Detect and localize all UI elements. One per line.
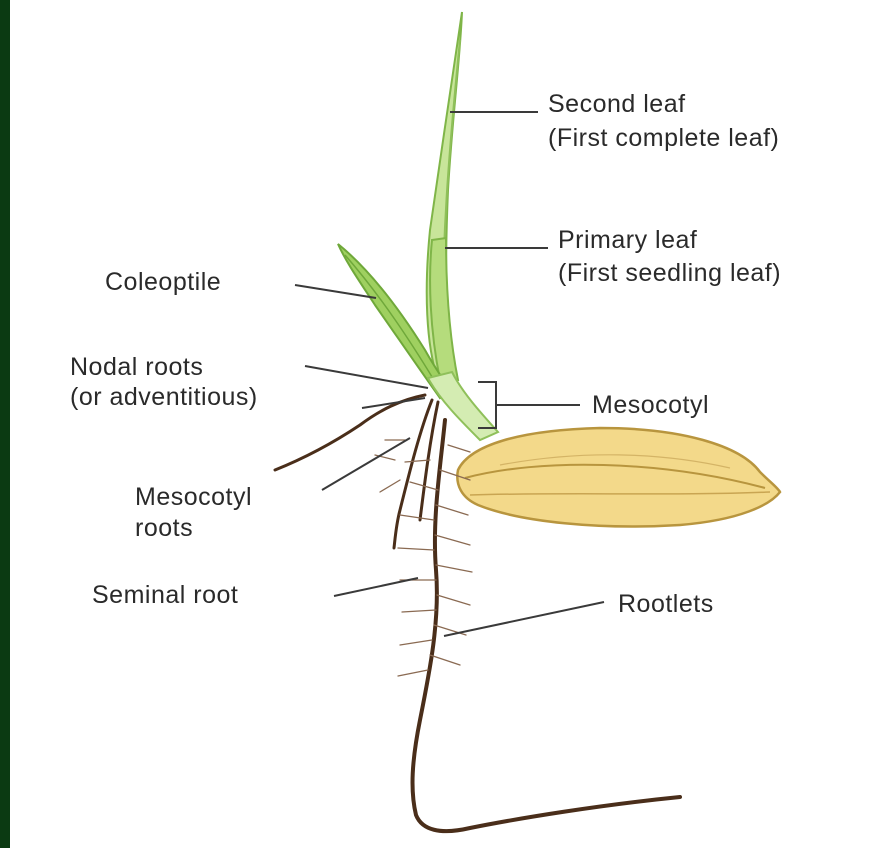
label-seminal-root: Seminal root — [92, 581, 238, 609]
label-nodal-roots: Nodal roots — [70, 353, 203, 381]
label-second-leaf: Second leaf — [548, 90, 686, 118]
label-primary-leaf: Primary leaf — [558, 226, 697, 254]
label-primary-leaf-note: (First seedling leaf) — [558, 259, 781, 287]
label-mesocotyl: Mesocotyl — [592, 391, 709, 419]
label-second-leaf-note: (First complete leaf) — [548, 124, 779, 152]
label-mesocotyl-roots: Mesocotyl — [135, 483, 252, 511]
rice-seed — [457, 428, 780, 526]
label-coleoptile: Coleoptile — [105, 268, 221, 296]
label-nodal-roots-note: (or adventitious) — [70, 383, 258, 411]
label-mesocotyl-roots-2: roots — [135, 514, 193, 542]
nodal-roots — [275, 395, 438, 548]
rootlets — [375, 440, 472, 676]
label-rootlets: Rootlets — [618, 590, 714, 618]
